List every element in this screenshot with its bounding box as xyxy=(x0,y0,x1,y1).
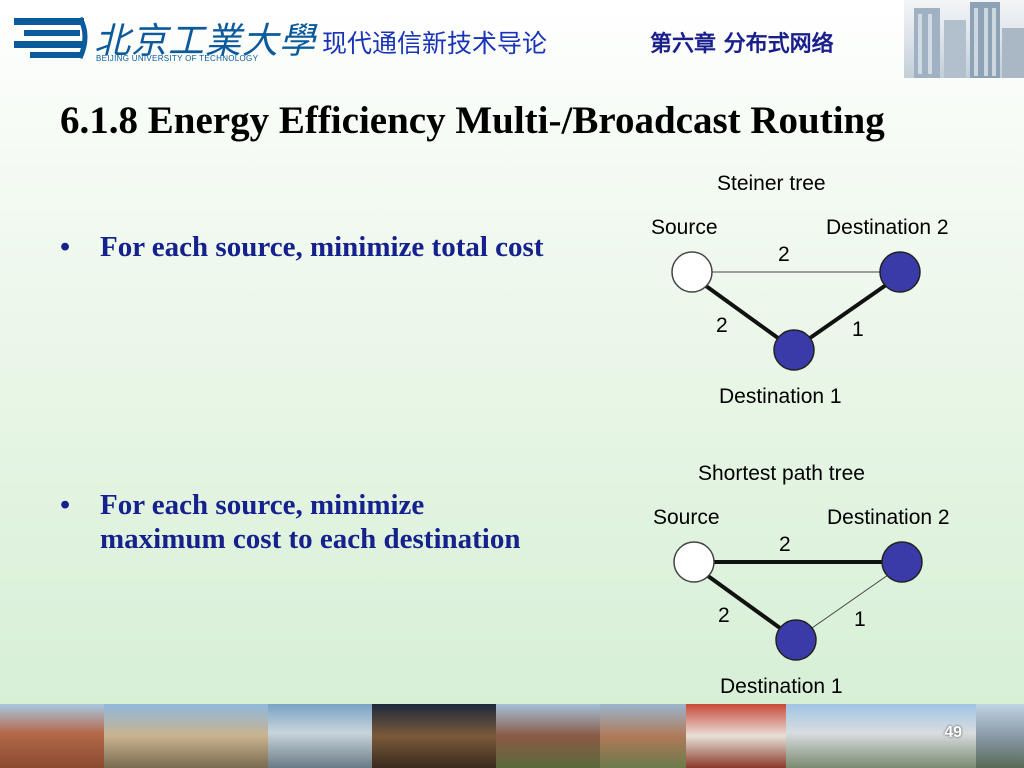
header-building-photo xyxy=(904,0,1024,78)
course-title: 现代通信新技术导论 xyxy=(322,29,548,58)
shortest-path-tree-diagram: Shortest path tree Source Destination 2 … xyxy=(620,458,1020,698)
destination-2-node xyxy=(881,541,923,583)
campus-photo xyxy=(268,704,372,768)
edge-cost-dest1-dest2: 1 xyxy=(852,318,864,341)
bullet-text-line2: maximum cost to each destination xyxy=(100,523,521,555)
destination-2-node xyxy=(879,251,921,293)
edge-source-dest1 xyxy=(706,574,782,630)
edge-cost-source-dest1: 2 xyxy=(716,314,728,337)
destination-2-label: Destination 2 xyxy=(827,506,950,529)
university-logo: 北京工業大學 BEIJING UNIVERSITY OF TECHNOLOGY xyxy=(10,8,315,68)
source-node xyxy=(671,251,713,293)
campus-photo xyxy=(600,704,686,768)
destination-1-node xyxy=(775,619,817,661)
bullet-text-line1: For each source, minimize xyxy=(100,489,425,521)
source-node xyxy=(673,541,715,583)
edge-cost-source-dest2: 2 xyxy=(778,243,790,266)
source-label: Source xyxy=(653,506,720,529)
slide-title: 6.1.8 Energy Efficiency Multi-/Broadcast… xyxy=(60,99,885,142)
slide-header: 北京工業大學 BEIJING UNIVERSITY OF TECHNOLOGY … xyxy=(0,0,1024,78)
edge-source-dest1 xyxy=(704,284,780,340)
campus-photo xyxy=(786,704,976,768)
edge-dest1-dest2 xyxy=(808,283,888,340)
diagram-title: Steiner tree xyxy=(717,172,826,195)
destination-1-label: Destination 1 xyxy=(720,675,843,698)
campus-photo xyxy=(104,704,268,768)
edge-cost-source-dest2: 2 xyxy=(779,533,791,556)
campus-photo xyxy=(976,704,1024,768)
bullet-text: For each source, minimize total cost xyxy=(100,231,544,263)
footer-photo-strip: 49 xyxy=(0,704,1024,768)
chapter-title: 第六章 分布式网络 xyxy=(650,32,834,57)
destination-1-node xyxy=(773,329,815,371)
bullet-dot-icon: • xyxy=(60,489,71,521)
destination-1-label: Destination 1 xyxy=(719,385,842,408)
campus-photo xyxy=(496,704,600,768)
logo-english-name: BEIJING UNIVERSITY OF TECHNOLOGY xyxy=(96,54,259,63)
campus-photo xyxy=(686,704,786,768)
bullet-dot-icon: • xyxy=(60,231,71,263)
campus-photo xyxy=(0,704,104,768)
steiner-tree-diagram: Steiner tree Source Destination 2 2 2 1 … xyxy=(620,168,1020,408)
edge-cost-source-dest1: 2 xyxy=(718,604,730,627)
edge-dest1-dest2 xyxy=(811,574,889,629)
source-label: Source xyxy=(651,216,718,239)
campus-photo xyxy=(372,704,496,768)
destination-2-label: Destination 2 xyxy=(826,216,949,239)
university-emblem-icon xyxy=(14,16,88,60)
edge-cost-dest1-dest2: 1 xyxy=(854,608,866,631)
logo-chinese-name: 北京工業大學 xyxy=(94,21,317,62)
diagram-title: Shortest path tree xyxy=(698,462,865,485)
page-number: 49 xyxy=(944,724,962,741)
